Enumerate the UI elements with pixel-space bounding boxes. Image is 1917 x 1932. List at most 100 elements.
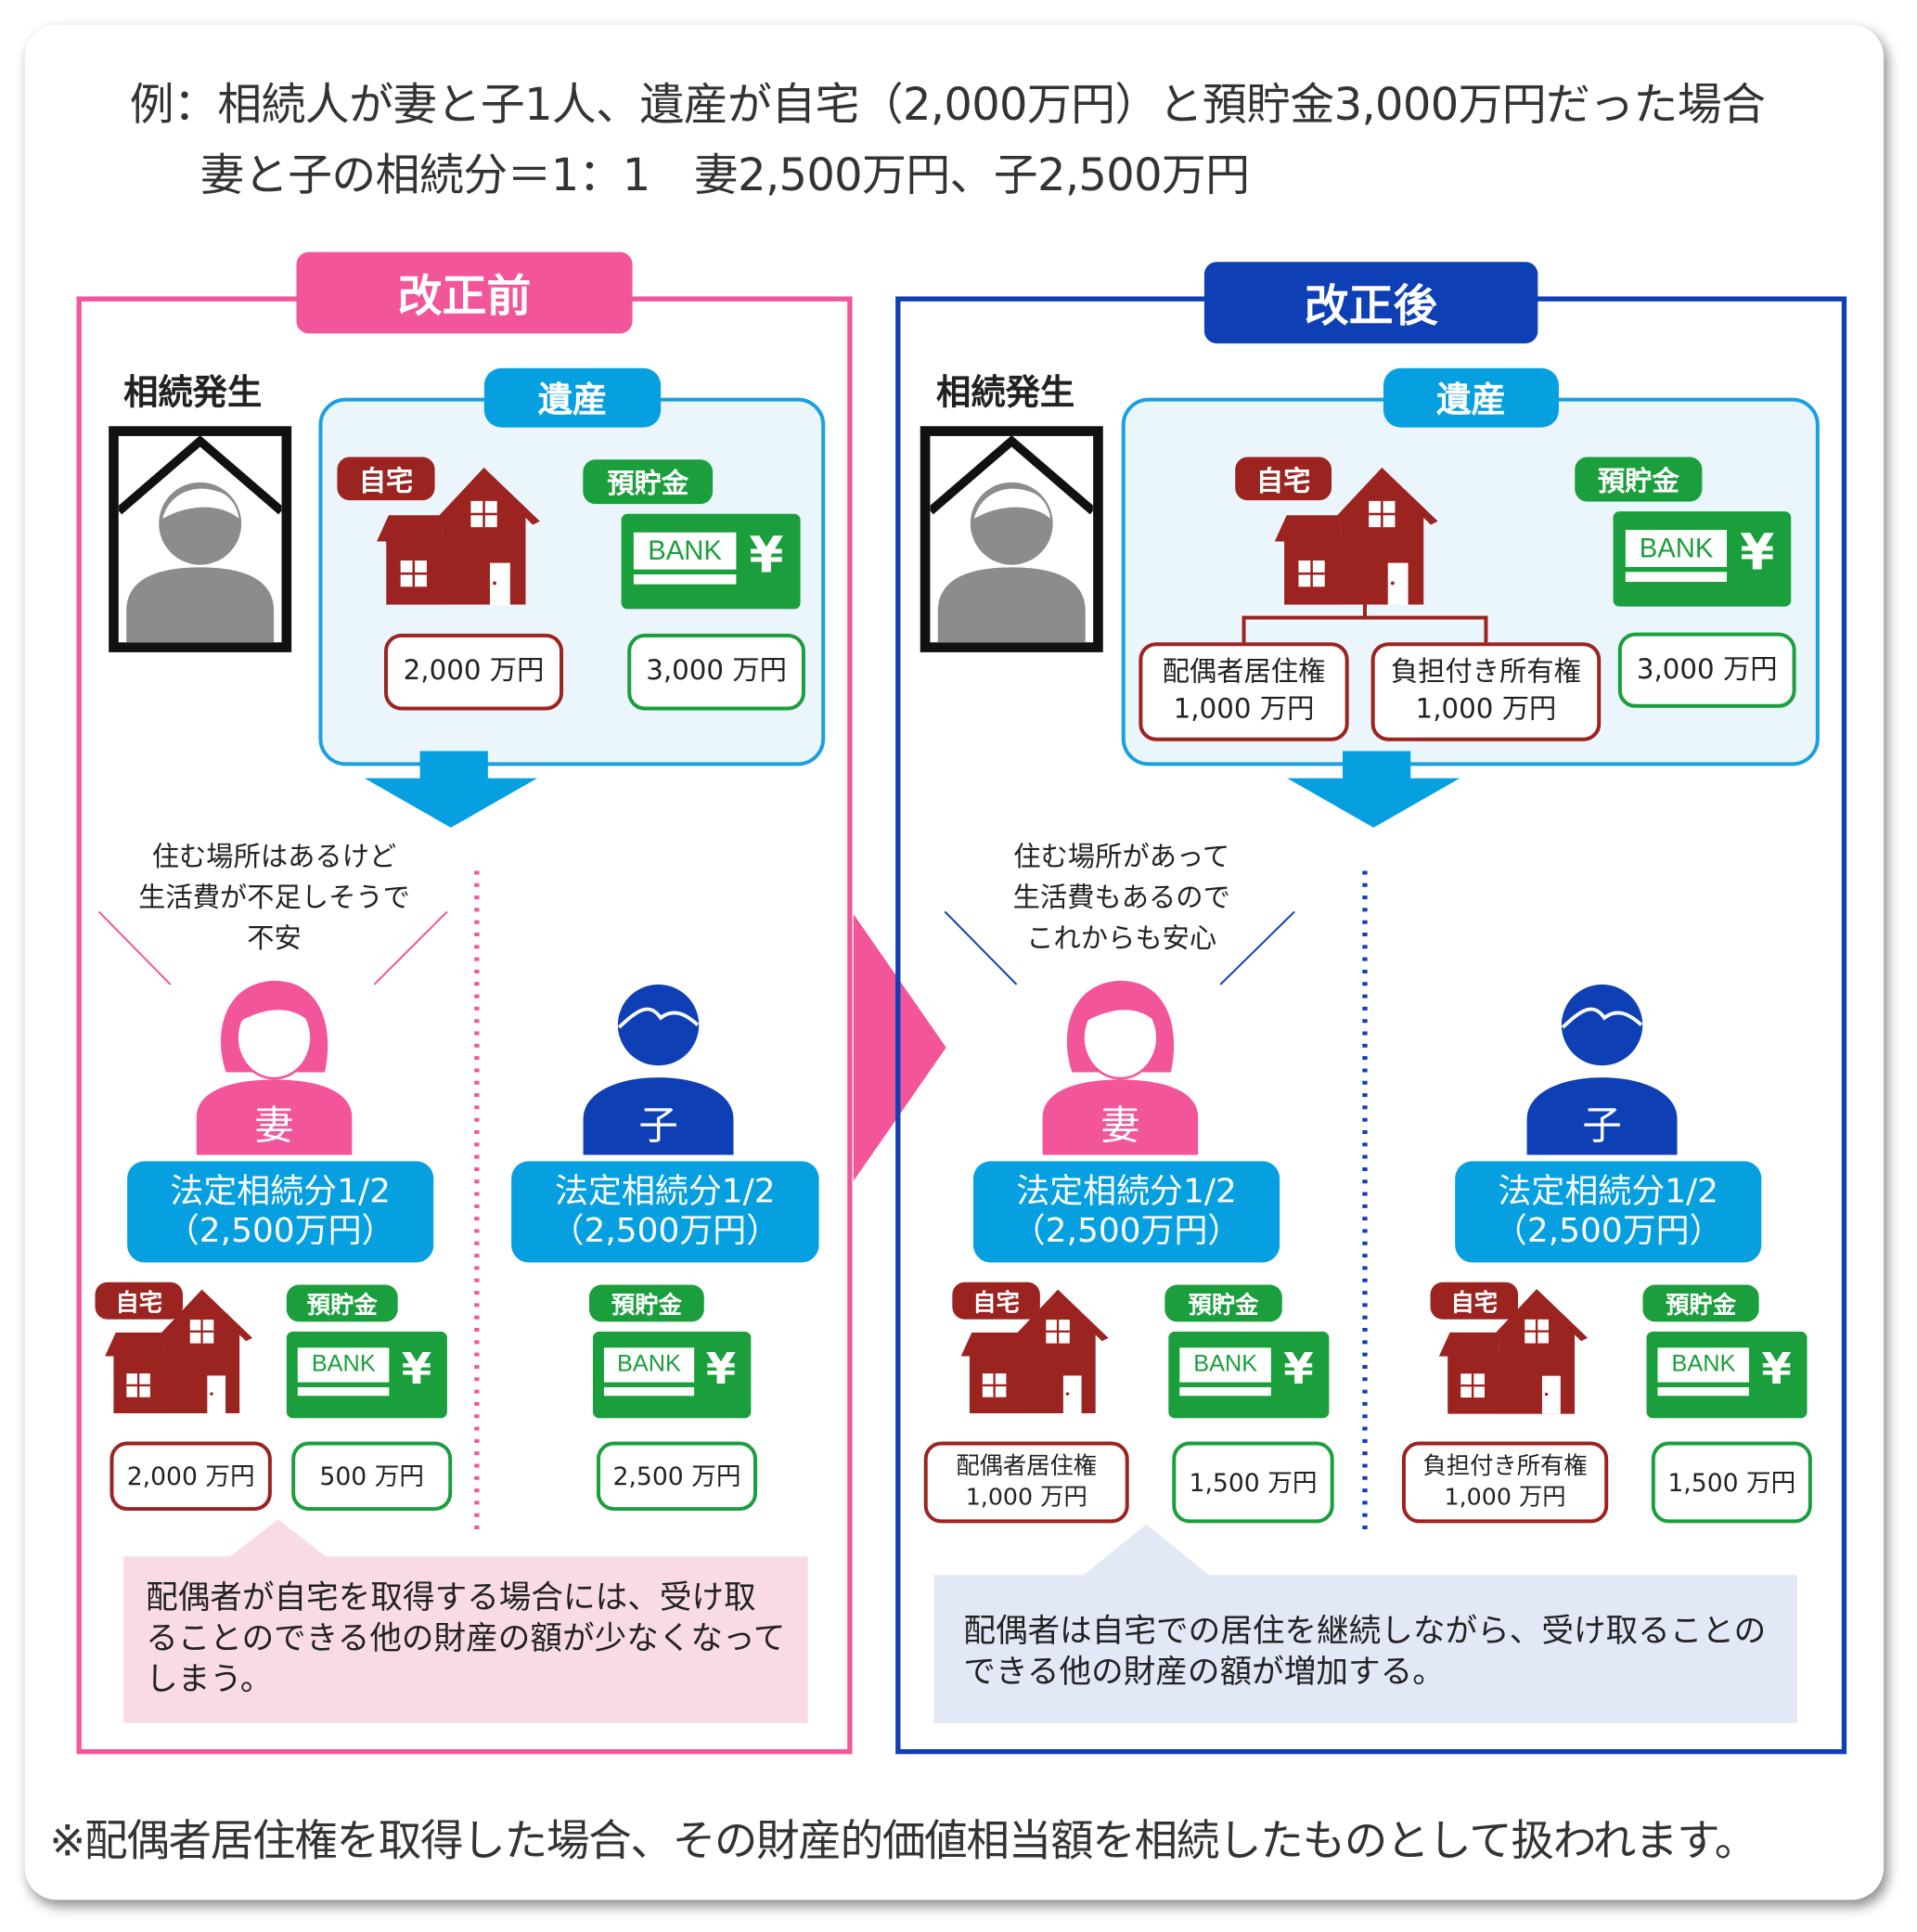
bank-label: BANK (603, 1347, 695, 1383)
child-label: 子 (638, 1101, 678, 1150)
inheritance-occurrence-label: 相続発生 (936, 371, 1075, 413)
share-line: 法定相続分1/2 (1498, 1171, 1718, 1211)
bank-label: BANK (1625, 529, 1728, 567)
savings-tag: 預貯金 (1575, 457, 1703, 502)
callout-line: 配偶者が自宅を取得する場合には、受け取 (146, 1579, 756, 1617)
yen-icon: ¥ (1761, 1345, 1792, 1395)
child-legal-share: 法定相続分1/2（2,500万円） (1455, 1161, 1762, 1263)
bank-bar (603, 1386, 695, 1396)
yen-icon: ¥ (749, 527, 784, 585)
savings-tag: 預貯金 (1164, 1284, 1282, 1322)
savings-tag: 預貯金 (588, 1284, 704, 1322)
bank-label: BANK (1179, 1347, 1272, 1383)
example-title-line1: 例：相続人が妻と子1人、遺産が自宅（2,000万円）と預貯金3,000万円だった… (129, 80, 1766, 132)
bank-icon: BANK¥ (286, 1332, 447, 1419)
comment-line: これからも安心 (1026, 923, 1217, 956)
comment-line: 生活費が不足しそうで (138, 882, 410, 915)
comment-line: 不安 (247, 923, 302, 956)
residence-right-value: 1,000 万円 (965, 1483, 1087, 1512)
share-line: 法定相続分1/2 (1016, 1171, 1237, 1211)
bank-bar (1179, 1386, 1272, 1396)
down-arrow-icon (364, 751, 538, 828)
home-tag: 自宅 (337, 457, 435, 501)
bank-icon: BANK ¥ (592, 1332, 752, 1419)
savings-tag: 預貯金 (1642, 1284, 1759, 1322)
share-amount: （2,500万円） (550, 1211, 780, 1251)
callout-pointer (1082, 1524, 1211, 1577)
callout-line: できる他の財産の額が増加する。 (963, 1654, 1445, 1692)
wife-label: 妻 (254, 1101, 294, 1150)
callout-line: しまう。 (146, 1661, 273, 1699)
wife-comment: 住む場所はあるけど 生活費が不足しそうで 不安 (89, 838, 459, 960)
share-line: 法定相続分1/2 (170, 1171, 391, 1211)
burdened-ownership-label: 負担付き所有権 (1390, 657, 1581, 689)
yen-icon: ¥ (705, 1345, 737, 1395)
wife-home-value: 2,000 万円 (109, 1441, 272, 1512)
savings-tag: 預貯金 (583, 459, 714, 505)
bank-bar (1657, 1386, 1750, 1396)
estate-home-value: 2,000 万円 (384, 633, 564, 711)
before-tag: 改正前 (296, 251, 633, 334)
share-line: 法定相続分1/2 (555, 1171, 776, 1211)
after-callout: 配偶者は自宅での居住を継続しながら、受け取ることの できる他の財産の額が増加する… (933, 1575, 1797, 1724)
down-arrow-icon (1287, 751, 1460, 828)
deceased-portrait (920, 426, 1103, 652)
yen-icon: ¥ (1740, 524, 1775, 582)
share-amount: （2,500万円） (1493, 1211, 1723, 1251)
home-tag: 自宅 (95, 1282, 184, 1320)
bank-icon: BANK ¥ (1613, 511, 1792, 607)
wife-legal-share: 法定相続分1/2（2,500万円） (972, 1161, 1280, 1263)
bank-label: BANK (634, 532, 737, 570)
home-tag: 自宅 (952, 1282, 1040, 1320)
burdened-ownership-value: 1,000 万円 (1444, 1483, 1566, 1512)
estate-savings-value: 3,000 万円 (1617, 632, 1796, 708)
share-amount: （2,500万円） (1011, 1211, 1242, 1251)
callout-line: 配偶者は自宅での居住を継続しながら、受け取ることの (963, 1613, 1767, 1651)
home-tag: 自宅 (1235, 457, 1332, 501)
share-amount: （2,500万円） (165, 1211, 395, 1251)
house-icon (1275, 467, 1442, 605)
example-title-line2: 妻と子の相続分＝1：1 妻2,500万円、子2,500万円 (199, 150, 1250, 201)
wife-legal-share: 法定相続分1/2（2,500万円） (127, 1161, 434, 1263)
bank-icon: BANK ¥ (1168, 1332, 1330, 1419)
yen-icon: ¥ (1283, 1345, 1314, 1395)
estate-tag: 遺産 (483, 367, 662, 428)
residence-right-value: 1,000 万円 (1173, 694, 1315, 726)
estate-tag: 遺産 (1383, 367, 1559, 428)
split-connector (1242, 602, 1488, 643)
burdened-ownership-label: 負担付き所有権 (1422, 1452, 1588, 1481)
inheritance-occurrence-label: 相続発生 (123, 371, 263, 413)
residence-right-label: 配偶者居住権 (1162, 657, 1326, 689)
comment-line: 生活費もあるので (1012, 882, 1230, 915)
wife-label: 妻 (1100, 1101, 1140, 1150)
callout-pointer (228, 1519, 328, 1558)
bank-icon: BANK ¥ (621, 513, 801, 610)
home-tag: 自宅 (1430, 1282, 1519, 1320)
burdened-ownership-box: 負担付き所有権 1,000 万円 (1370, 642, 1602, 741)
child-label: 子 (1582, 1101, 1622, 1150)
child-savings-value: 2,500 万円 (596, 1441, 758, 1512)
residence-right-box: 配偶者居住権 1,000 万円 (1139, 642, 1349, 741)
comment-line: 住む場所はあるけど (151, 842, 397, 874)
bank-icon: BANK ¥ (1646, 1332, 1808, 1419)
burdened-ownership-value: 1,000 万円 (1415, 694, 1557, 726)
bank-label: BANK (1657, 1347, 1750, 1383)
bank-bar (634, 574, 737, 585)
comment-line: 住む場所があって (1013, 842, 1230, 874)
estate-savings-value: 3,000 万円 (627, 633, 805, 711)
child-savings-value: 1,500 万円 (1651, 1441, 1812, 1524)
bank-bar (297, 1386, 390, 1396)
wife-savings-value: 1,500 万円 (1172, 1441, 1334, 1524)
callout-line: ることのできる他の財産の額が少なくなって (146, 1620, 786, 1658)
deceased-person-icon (930, 436, 1093, 642)
wife-comment: 住む場所があって 生活費もあるので これからも安心 (936, 838, 1306, 960)
savings-tag: 預貯金 (286, 1284, 398, 1322)
bank-bar (1625, 572, 1728, 582)
footnote: ※配偶者居住権を取得した場合、その財産的価値相当額を相続したものとして扱われます… (49, 1817, 1757, 1867)
deceased-portrait (109, 426, 292, 652)
before-callout: 配偶者が自宅を取得する場合には、受け取 ることのできる他の財産の額が少なくなって… (123, 1556, 808, 1724)
bank-label: BANK (297, 1347, 390, 1383)
child-legal-share: 法定相続分1/2（2,500万円） (511, 1161, 819, 1263)
